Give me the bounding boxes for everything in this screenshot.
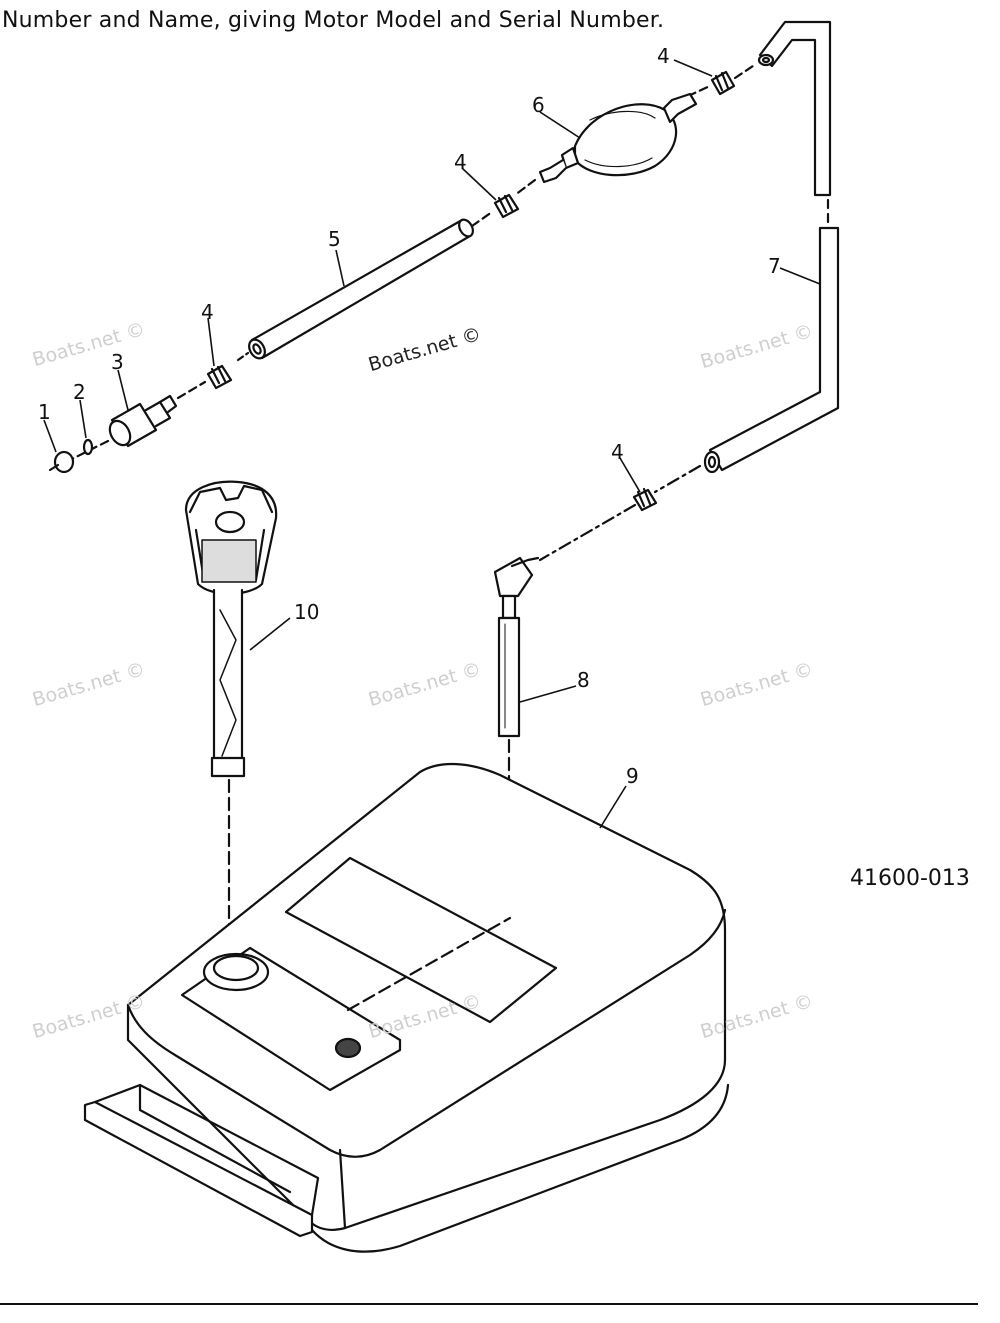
fuel-hose-upper-segment	[757, 20, 832, 197]
retainer-part-1	[48, 450, 75, 474]
callout-4-lower-right: 4	[611, 440, 624, 464]
header-caption: Number and Name, giving Motor Model and …	[2, 8, 665, 33]
callout-9: 9	[626, 764, 639, 788]
callout-6: 6	[532, 93, 545, 117]
callout-5: 5	[328, 227, 341, 251]
callout-10: 10	[294, 600, 320, 624]
callout-4-middle: 4	[454, 150, 467, 174]
fuel-pickup-tube-part-8	[493, 556, 540, 738]
o-ring-part-2	[82, 438, 94, 456]
hose-clamp-left	[206, 364, 233, 390]
callout-4-top: 4	[657, 44, 670, 68]
callout-4-left: 4	[201, 300, 214, 324]
bottom-rule	[0, 1303, 978, 1305]
fuel-hose-part-5	[248, 218, 474, 360]
callout-1: 1	[38, 400, 51, 424]
hose-clamp-middle-upper	[493, 193, 520, 219]
callout-7: 7	[768, 254, 781, 278]
primer-bulb-part-6	[538, 92, 698, 184]
hose-clamp-lower-right	[632, 487, 658, 512]
hose-clamp-top-right	[710, 70, 736, 96]
fuel-tank-part-9	[83, 763, 730, 1253]
callout-8: 8	[577, 668, 590, 692]
callout-2: 2	[73, 380, 86, 404]
fuel-gauge-part-10	[184, 480, 278, 778]
tank-connector-part-3	[108, 394, 178, 448]
fuel-hose-part-7	[703, 226, 840, 474]
callout-3: 3	[111, 350, 124, 374]
figure-code: 41600-013	[850, 866, 970, 891]
